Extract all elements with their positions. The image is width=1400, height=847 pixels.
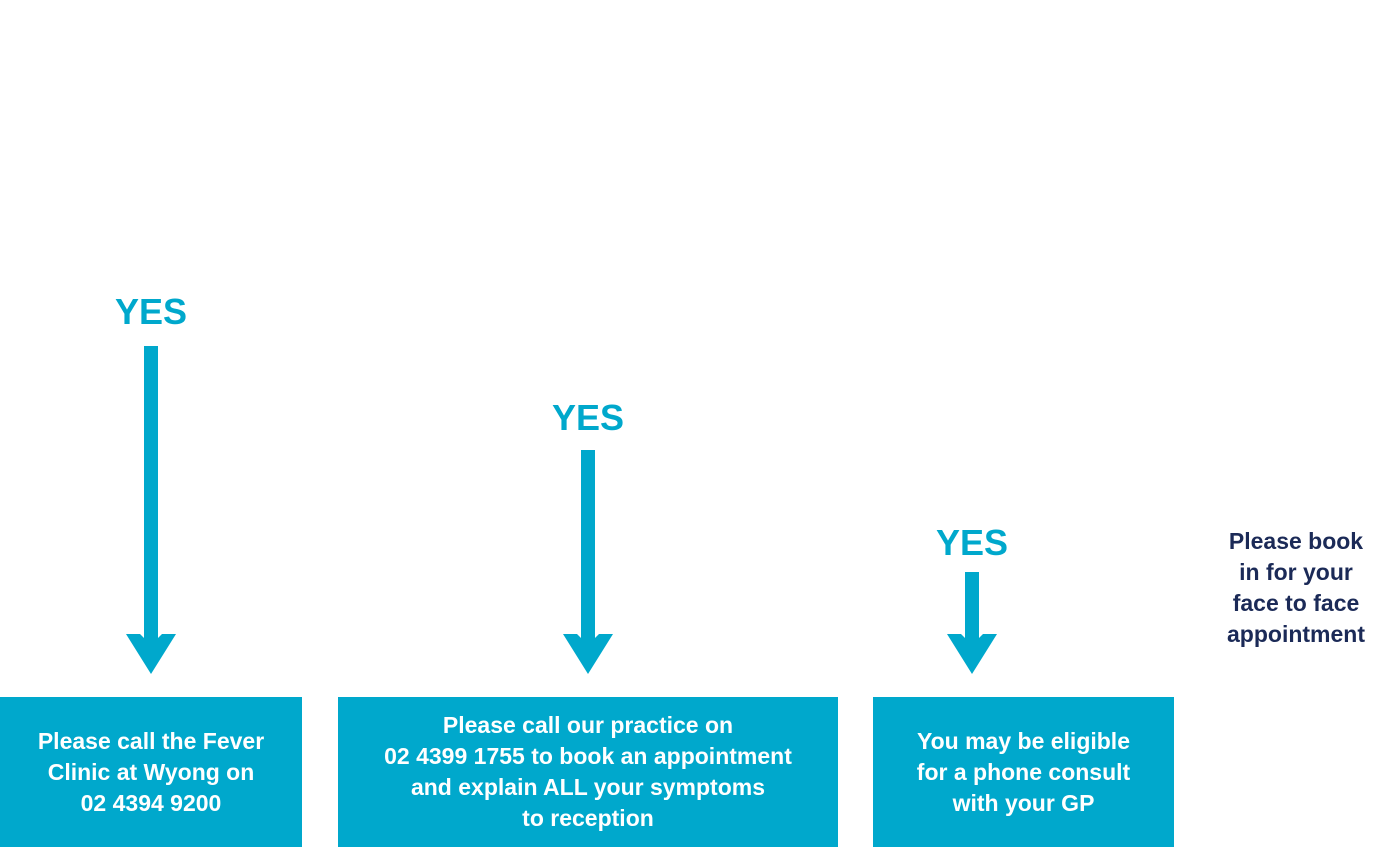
down-arrow-3 xyxy=(947,572,997,674)
practice-call-text: Please call our practice on 02 4399 1755… xyxy=(384,712,792,831)
phone-consult-text: You may be eligible for a phone consult … xyxy=(916,727,1131,816)
face-to-face-note: Please book in for your face to face app… xyxy=(1227,528,1365,647)
yes-label-3: YES xyxy=(935,522,1009,563)
yes-label-2: YES xyxy=(551,397,625,438)
yes-label-1: YES xyxy=(114,291,188,332)
down-arrow-1 xyxy=(126,346,176,674)
down-arrow-2 xyxy=(563,450,613,674)
phone-consult-box: You may be eligible for a phone consult … xyxy=(873,697,1174,847)
practice-call-box: Please call our practice on 02 4399 1755… xyxy=(338,697,838,847)
fever-clinic-text: Please call the Fever Clinic at Wyong on… xyxy=(37,727,265,816)
fever-clinic-box: Please call the Fever Clinic at Wyong on… xyxy=(0,697,302,847)
